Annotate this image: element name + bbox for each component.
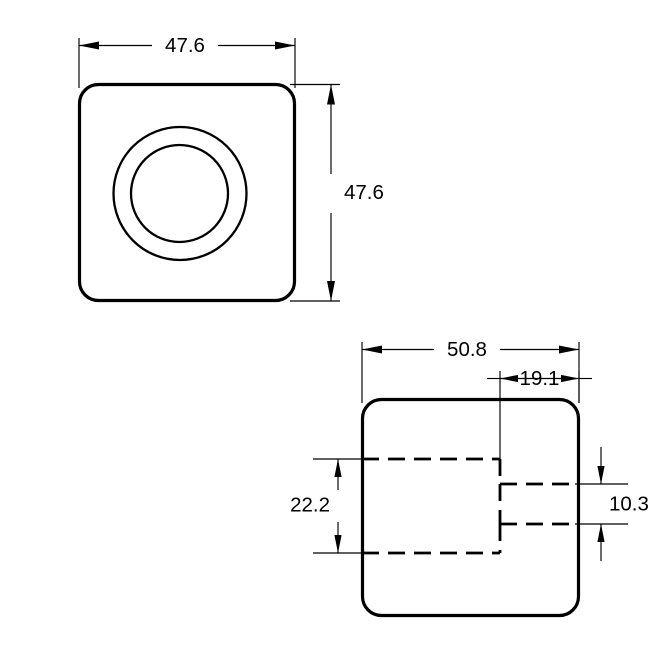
dimension-label-bore-height: 22.2	[290, 493, 330, 516]
arrow-head-right	[275, 41, 295, 50]
arrow-head-lower	[597, 524, 605, 542]
dimension-label-front-width: 50.8	[447, 338, 487, 361]
arrow-head-left	[79, 41, 99, 50]
dimension-step-width: 19.1	[487, 367, 592, 459]
dimension-step-height: 10.3	[575, 447, 649, 561]
arrow-head-lower	[327, 281, 335, 301]
front-view: 50.8 19.1 22.2	[290, 338, 649, 618]
arrow-head-right	[561, 374, 579, 383]
top-view-outer-circle	[112, 125, 248, 262]
arrow-head-upper	[597, 466, 605, 484]
front-view-body-outline	[360, 397, 581, 618]
top-view-plate-outline	[77, 82, 297, 303]
arrow-head-left	[500, 374, 518, 383]
arrow-head-lower	[334, 535, 342, 553]
dimension-label-top-height: 47.6	[344, 181, 384, 204]
dimension-label-top-width: 47.6	[165, 34, 205, 57]
dimension-label-step-width: 19.1	[520, 367, 560, 390]
top-view-inner-circle	[129, 143, 230, 244]
arrow-head-right	[559, 345, 579, 354]
arrow-head-left	[362, 345, 382, 354]
dimension-top-height: 47.6	[290, 83, 384, 302]
dimension-front-width: 50.8	[361, 338, 580, 403]
dimension-bore-height: 22.2	[290, 458, 366, 554]
dimension-top-width: 47.6	[78, 34, 296, 88]
arrow-head-upper	[334, 459, 342, 477]
dimension-label-step-height: 10.3	[609, 492, 649, 515]
top-view: 47.6 47.6	[77, 34, 384, 303]
arrow-head-upper	[327, 84, 335, 105]
